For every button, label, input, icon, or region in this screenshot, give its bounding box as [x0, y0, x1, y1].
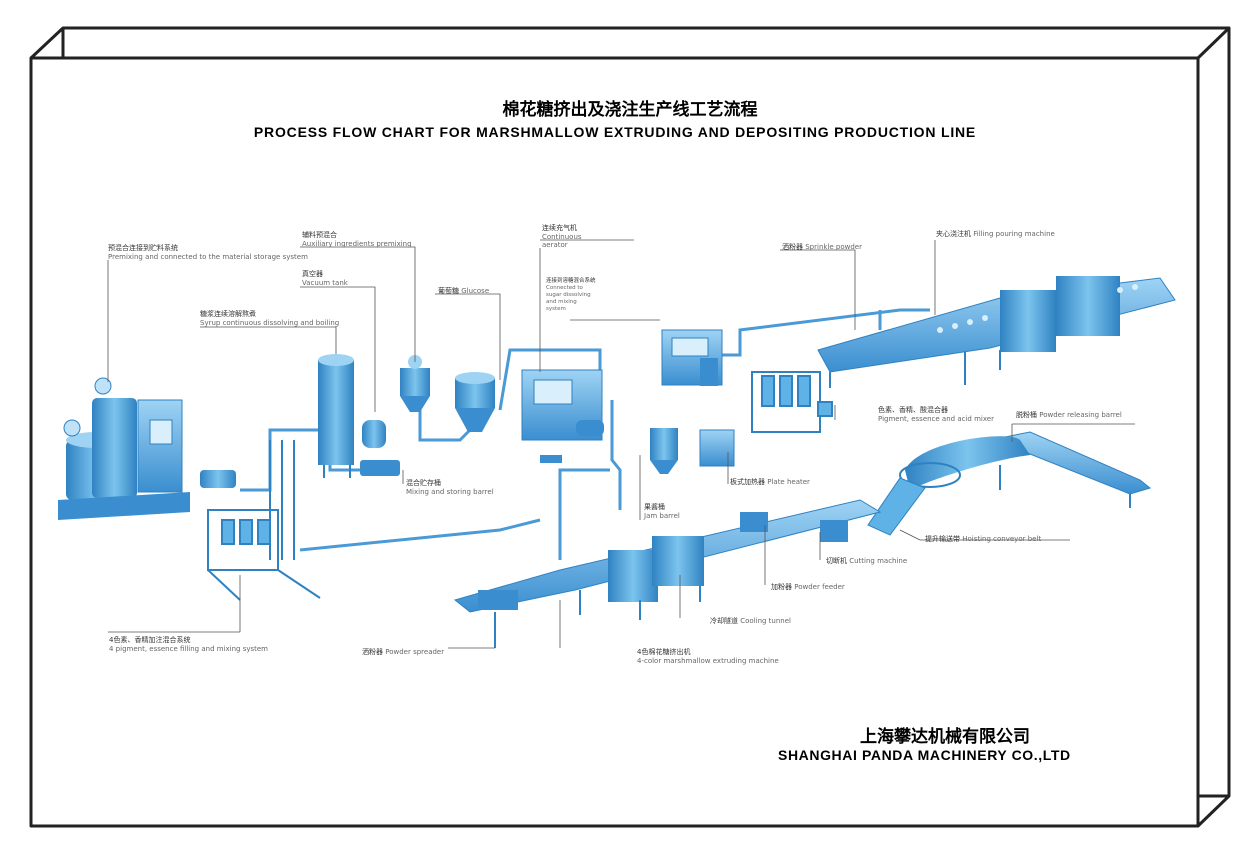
label-glucose: 葡萄糖 Glucose: [438, 287, 490, 295]
label-sprinkle: 洒粉器 Sprinkle powder: [782, 243, 862, 251]
label-pigment-acid: 色素、香精、酸混合器 Pigment, essence and acid mix…: [878, 406, 994, 423]
label-powder-feeder: 加粉器 Powder feeder: [771, 583, 845, 591]
pipes: [240, 308, 930, 560]
auxiliary-premix: [400, 355, 430, 412]
label-cutting: 切断机 Cutting machine: [826, 557, 908, 565]
label-plate-heater: 板式加热器 Plate heater: [730, 478, 810, 486]
syrup-column: [318, 354, 354, 478]
label-aerator: 连续充气机 Continuous aerator: [542, 224, 582, 249]
leader-lines: [107, 239, 1135, 649]
label-filling: 夹心浇注机 Filling pouring machine: [936, 230, 1055, 238]
company-name-chinese: 上海攀达机械有限公司: [860, 727, 1030, 747]
label-powder-release: 脱粉桶 Powder releasing barrel: [1016, 411, 1122, 419]
label-vacuum: 真空器 Vacuum tank: [302, 270, 348, 287]
pigment-mixing-system: [207, 440, 321, 601]
label-hoisting: 提升输送带 Hoisting conveyor belt: [925, 535, 1042, 543]
title-english: PROCESS FLOW CHART FOR MARSHMALLOW EXTRU…: [253, 124, 977, 140]
release-conveyor: [867, 431, 1152, 536]
premix-tanks: [58, 377, 236, 520]
plate-heater: [699, 429, 735, 467]
jam-barrel: [650, 428, 678, 474]
label-sugar-connection: 连接到溶糖混合系统 Connected to sugar dissolving …: [546, 278, 596, 312]
label-pigment-4: 4色素、香精加注混合系统 4 pigment, essence filling …: [109, 636, 268, 653]
company-name-english: SHANGHAI PANDA MACHINERY CO.,LTD: [778, 747, 1071, 763]
label-spreader: 洒粉器 Powder spreader: [362, 648, 445, 656]
acid-mixer: [751, 371, 833, 433]
aerator-machine: [521, 369, 604, 441]
cooling-line: [453, 455, 882, 648]
filling-line: [817, 276, 1176, 388]
title-chinese: 棉花糖挤出及浇注生产线工艺流程: [502, 100, 758, 120]
label-cooling: 冷却隧道 Cooling tunnel: [710, 617, 791, 625]
vacuum-tank: [360, 420, 400, 476]
label-jam: 果酱桶 Jam barrel: [644, 503, 680, 520]
label-extruder: 4色棉花糖挤出机 4-color marshmallow extruding m…: [637, 648, 779, 665]
label-mixing-storing: 混合贮存桶 Mixing and storing barrel: [406, 479, 494, 496]
glucose-tank: [455, 372, 495, 432]
label-premixing: 预混合连接到贮料系统 Premixing and connected to th…: [108, 244, 308, 261]
control-cabinet: [661, 329, 723, 386]
label-syrup: 糖浆连续溶解熬煮 Syrup continuous dissolving and…: [200, 310, 340, 327]
label-auxiliary: 辅料预混合 Auxiliary ingredients premixing: [302, 231, 412, 248]
